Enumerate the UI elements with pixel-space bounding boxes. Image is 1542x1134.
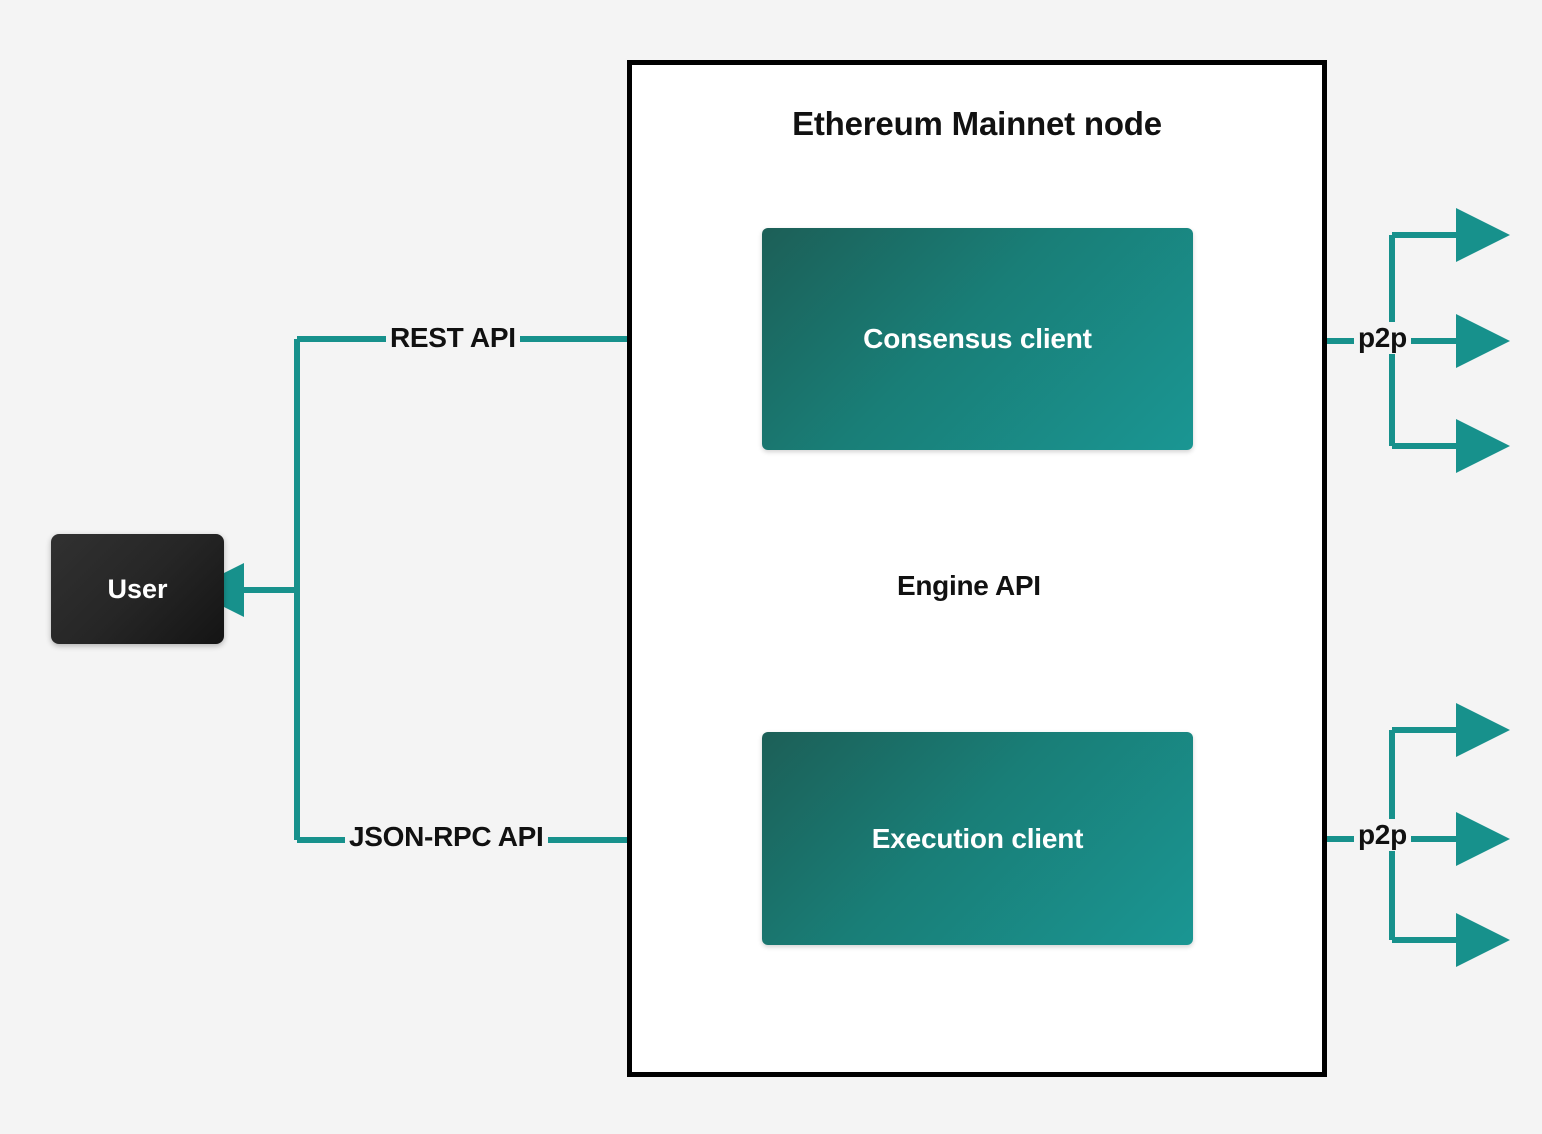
consensus-client-box[interactable]: Consensus client — [762, 228, 1193, 450]
p2p-consensus-label: p2p — [1354, 322, 1411, 354]
execution-client-label: Execution client — [871, 822, 1084, 854]
consensus-client-label: Consensus client — [863, 323, 1092, 354]
rest-api-label: REST API — [386, 322, 520, 354]
json-rpc-api-label: JSON-RPC API — [345, 821, 548, 853]
execution-client-box[interactable]: Execution client — [762, 732, 1193, 945]
p2p-execution-label: p2p — [1354, 819, 1411, 851]
user-label: User — [107, 573, 168, 604]
user-box[interactable]: User — [51, 534, 224, 644]
node-container-title: Ethereum Mainnet node — [792, 105, 1162, 142]
engine-api-label: Engine API — [893, 570, 1045, 602]
